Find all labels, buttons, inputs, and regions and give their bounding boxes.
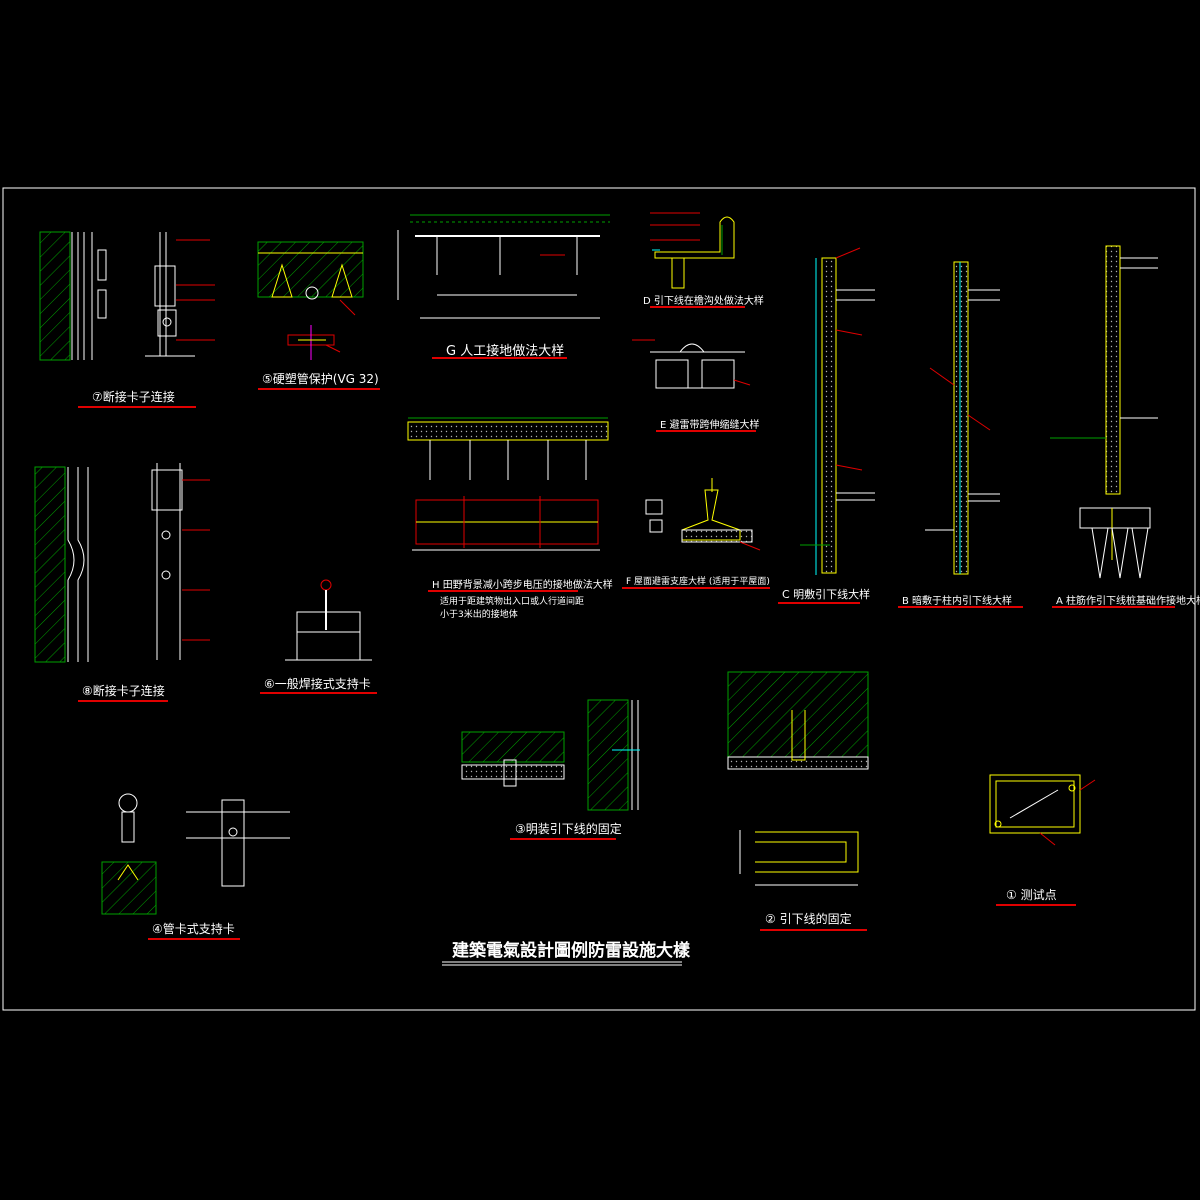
detail-e-title: E 避雷带跨伸缩缝大样 bbox=[660, 420, 760, 431]
detail-2-drawing bbox=[727, 671, 869, 886]
detail-3-underline bbox=[510, 838, 616, 840]
detail-1-title: ① 测试点 bbox=[1006, 888, 1057, 902]
sheet-title: 建築電氣設計圖例防雷設施大樣 bbox=[452, 941, 690, 961]
detail-2-underline bbox=[760, 929, 867, 931]
detail-e-underline bbox=[656, 430, 756, 432]
detail-4-title: ④管卡式支持卡 bbox=[152, 922, 235, 936]
detail-a-drawing bbox=[1050, 245, 1158, 579]
detail-1-underline bbox=[996, 904, 1076, 906]
detail-4-underline bbox=[148, 938, 240, 940]
detail-8-drawing bbox=[34, 463, 210, 663]
detail-6-title: ⑥一般焊接式支持卡 bbox=[264, 677, 371, 691]
detail-2-title: ② 引下线的固定 bbox=[765, 912, 852, 926]
detail-h-underline bbox=[428, 590, 578, 592]
detail-b-underline bbox=[898, 606, 1023, 608]
detail-5-title: ⑤硬塑管保护(VG 32) bbox=[262, 372, 379, 386]
detail-8-underline bbox=[78, 700, 168, 702]
detail-1-drawing bbox=[989, 774, 1096, 846]
detail-5-drawing bbox=[257, 241, 364, 360]
detail-h-note-1: 适用于距建筑物出入口或人行道间距 bbox=[440, 597, 585, 607]
detail-8-title: ⑧断接卡子连接 bbox=[82, 684, 165, 698]
detail-7-title: ⑦断接卡子连接 bbox=[92, 390, 175, 404]
detail-3-title: ③明装引下线的固定 bbox=[515, 822, 622, 836]
detail-7-drawing bbox=[39, 231, 215, 361]
sheet-frame bbox=[2, 187, 1196, 1011]
detail-c-drawing bbox=[800, 247, 875, 575]
detail-a-title: A 柱筋作引下线桩基础作接地大样 bbox=[1056, 596, 1200, 607]
detail-c-underline bbox=[778, 602, 860, 604]
detail-6-drawing bbox=[285, 579, 372, 661]
detail-g-drawing bbox=[397, 214, 610, 319]
detail-h-title: H 田野背景减小跨步电压的接地做法大样 bbox=[432, 580, 613, 591]
detail-a-underline bbox=[1052, 606, 1175, 608]
detail-d-title: D 引下线在檐沟处做法大样 bbox=[643, 296, 764, 307]
detail-d-underline bbox=[650, 306, 745, 308]
detail-h-note-2: 小于3米出的接地体 bbox=[440, 610, 518, 620]
detail-b-title: B 暗敷于柱内引下线大样 bbox=[902, 596, 1013, 607]
detail-h-drawing bbox=[407, 417, 609, 551]
detail-f-title: F 屋面避雷支座大样 (适用于平屋面) bbox=[626, 577, 770, 587]
detail-b-drawing bbox=[925, 261, 1000, 575]
detail-e-drawing bbox=[632, 339, 751, 389]
detail-f-drawing bbox=[645, 478, 761, 551]
detail-3-drawing bbox=[461, 699, 640, 811]
detail-5-underline bbox=[258, 388, 380, 390]
detail-f-underline bbox=[622, 587, 770, 589]
detail-d-drawing bbox=[650, 212, 735, 289]
detail-g-title: G 人工接地做法大样 bbox=[446, 344, 565, 359]
detail-c-title: C 明敷引下线大样 bbox=[782, 588, 871, 601]
detail-g-underline bbox=[432, 357, 567, 359]
detail-6-underline bbox=[260, 692, 377, 694]
detail-4-drawing bbox=[101, 793, 290, 915]
detail-7-underline bbox=[78, 406, 196, 408]
